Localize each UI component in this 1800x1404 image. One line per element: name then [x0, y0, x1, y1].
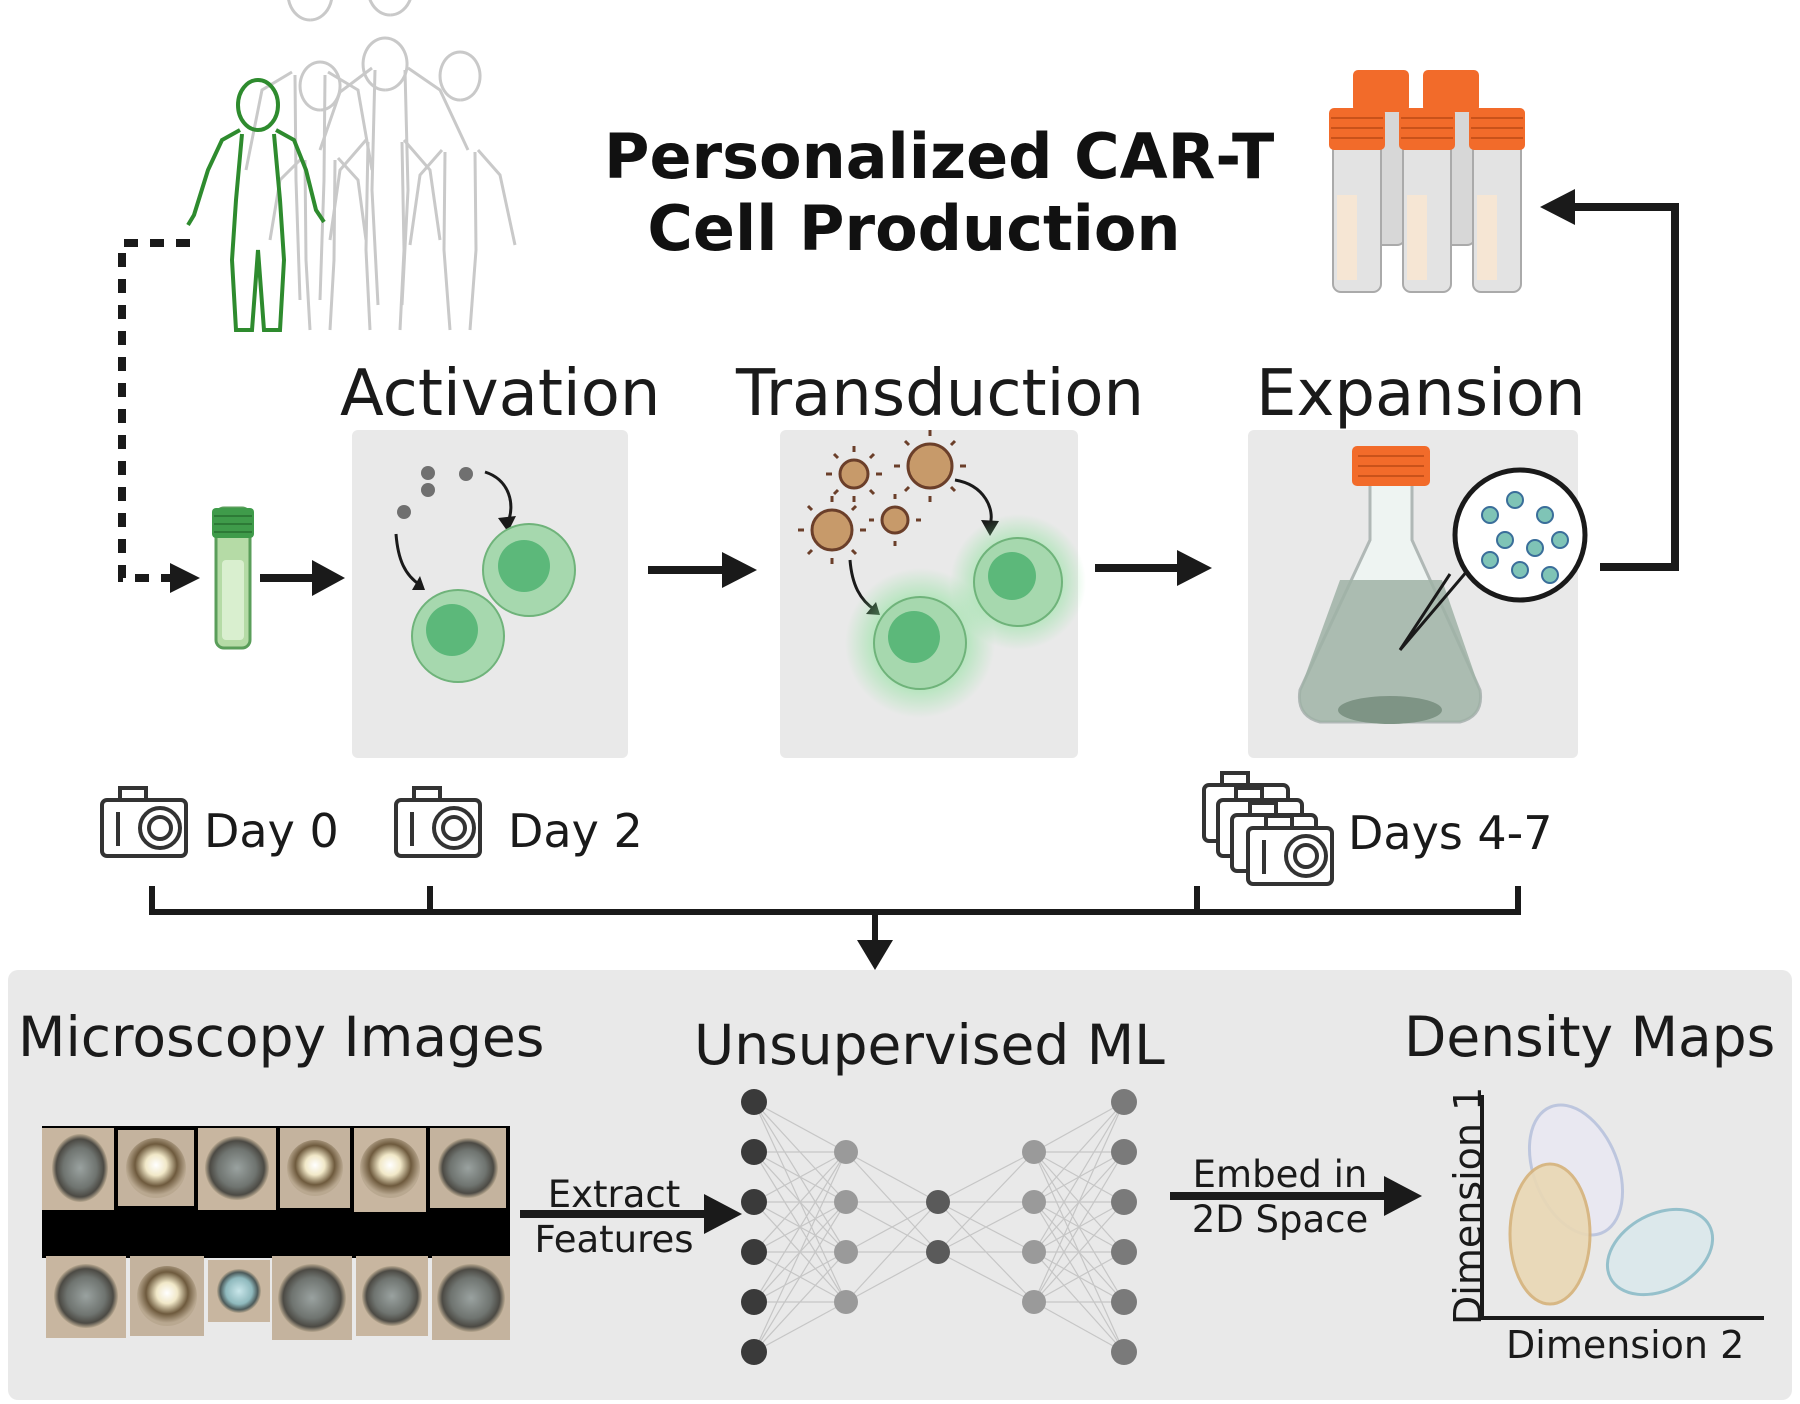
activated-cell-icon	[411, 523, 576, 683]
network-edge	[1033, 1101, 1125, 1203]
network-edge	[753, 1301, 847, 1353]
network-edge	[1033, 1201, 1125, 1303]
network-edge	[937, 1151, 1035, 1253]
network-edge	[753, 1251, 847, 1353]
network-node	[1111, 1189, 1137, 1215]
activation-label: Activation	[340, 357, 661, 431]
network-node	[926, 1240, 950, 1264]
network-edge	[753, 1151, 847, 1353]
extract-line-1: Extract	[547, 1173, 681, 1216]
network-node	[1022, 1190, 1046, 1214]
patient-to-tube-connector	[118, 239, 190, 582]
network-node	[1111, 1339, 1137, 1365]
expansion-label: Expansion	[1256, 357, 1586, 431]
microscopy-cell-tiles	[42, 1128, 510, 1340]
network-node	[834, 1140, 858, 1164]
network-node	[926, 1190, 950, 1214]
transduction-label: Transduction	[736, 357, 1145, 431]
camera-icon	[394, 786, 482, 858]
timeline-bracket	[149, 886, 1521, 944]
network-node	[834, 1240, 858, 1264]
network-edge	[753, 1101, 847, 1153]
neural-network-icon	[741, 1089, 1137, 1365]
patient-person-icon	[186, 78, 326, 332]
network-edge	[1033, 1251, 1125, 1303]
network-edge	[937, 1151, 1035, 1203]
magnified-cells-icon	[1452, 467, 1588, 603]
microscopy-images-label: Microscopy Images	[18, 1005, 545, 1069]
network-edge	[753, 1151, 847, 1253]
network-node	[741, 1339, 767, 1365]
dimension-1-label: Dimension 1	[1446, 1086, 1490, 1325]
day-0-label: Day 0	[204, 804, 339, 858]
density-maps-label: Density Maps	[1404, 1005, 1776, 1069]
network-node	[1111, 1289, 1137, 1315]
camera-icon	[100, 786, 188, 858]
transduced-cell-icon	[845, 514, 1086, 718]
bead-particles-icon	[397, 466, 473, 519]
network-edge	[937, 1201, 1035, 1253]
network-edge	[845, 1151, 939, 1203]
network-node	[1022, 1240, 1046, 1264]
network-edge	[753, 1151, 847, 1203]
unsupervised-ml-label: Unsupervised ML	[694, 1013, 1165, 1077]
title-line-1: Personalized CAR-T	[604, 120, 1275, 193]
network-edge	[1033, 1101, 1125, 1153]
camera-stack-icon	[1202, 771, 1334, 886]
network-node	[1022, 1140, 1046, 1164]
density-map-axes	[1480, 1095, 1764, 1320]
vial-icon	[1329, 70, 1525, 293]
virus-icon	[810, 442, 954, 552]
day-2-label: Day 2	[508, 804, 643, 858]
network-node	[1111, 1139, 1137, 1165]
network-node	[1111, 1089, 1137, 1115]
network-node	[741, 1239, 767, 1265]
network-edge	[845, 1251, 939, 1303]
embed-line-1: Embed in	[1192, 1153, 1368, 1196]
network-edge	[937, 1251, 1035, 1303]
network-edge	[1033, 1301, 1125, 1353]
network-node	[1111, 1239, 1137, 1265]
network-node	[741, 1139, 767, 1165]
embed-line-2: 2D Space	[1191, 1198, 1369, 1241]
network-edge	[845, 1201, 939, 1303]
network-edge	[753, 1151, 847, 1303]
patient-group-icon	[244, 0, 517, 331]
extract-line-2: Features	[534, 1218, 694, 1261]
network-node	[1022, 1290, 1046, 1314]
network-node	[834, 1190, 858, 1214]
network-edge	[1033, 1101, 1125, 1303]
network-edge	[845, 1201, 939, 1253]
extract-features-label: Extract Features	[528, 1176, 700, 1258]
network-edge	[753, 1201, 847, 1353]
network-edge	[1033, 1101, 1125, 1253]
flask-icon	[1297, 446, 1483, 724]
title-line-2: Cell Production	[647, 192, 1181, 265]
network-node	[741, 1289, 767, 1315]
test-tube-icon	[212, 506, 254, 650]
network-node	[741, 1189, 767, 1215]
embed-label: Embed in 2D Space	[1180, 1156, 1380, 1238]
network-node	[834, 1290, 858, 1314]
days-4-7-label: Days 4-7	[1348, 806, 1553, 860]
network-node	[741, 1089, 767, 1115]
dimension-2-label: Dimension 2	[1506, 1323, 1745, 1367]
diagram-title: Personalized CAR-T Cell Production	[604, 120, 1275, 265]
density-cluster-ellipses	[1508, 1103, 1715, 1306]
network-edge	[1033, 1151, 1125, 1303]
